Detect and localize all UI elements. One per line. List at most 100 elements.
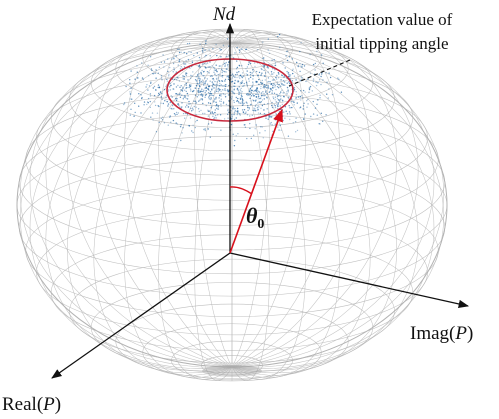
sample-point [185, 84, 188, 86]
sample-point [265, 84, 267, 87]
sample-point [255, 110, 257, 112]
sample-point [261, 94, 263, 97]
sample-point [235, 135, 237, 137]
sample-point [234, 110, 237, 112]
sample-point [182, 112, 185, 115]
sample-point [231, 108, 234, 110]
sample-point [182, 75, 184, 77]
sample-point [155, 131, 158, 133]
sample-point [326, 93, 328, 95]
sample-point [197, 77, 200, 80]
sample-point [328, 88, 330, 90]
sample-point [187, 58, 190, 61]
sample-point [252, 93, 254, 96]
annotation-line-2: initial tipping angle [315, 34, 448, 53]
sample-point [256, 87, 258, 89]
sample-point [244, 124, 246, 126]
sample-point [175, 93, 177, 95]
sample-point [228, 111, 230, 114]
sample-point [162, 54, 164, 56]
sample-point [152, 87, 154, 89]
sample-point [180, 124, 182, 126]
sample-point [171, 104, 174, 106]
sample-point [164, 100, 166, 102]
sample-point [201, 63, 204, 65]
sample-point [322, 79, 324, 81]
sample-point [204, 66, 206, 68]
sample-point [253, 95, 255, 97]
sample-point [295, 117, 297, 119]
sample-point [220, 84, 222, 86]
sample-point [245, 101, 247, 103]
sample-point [200, 98, 202, 100]
sample-point [203, 82, 205, 85]
sample-point [237, 89, 239, 91]
sample-point [263, 95, 265, 97]
annotation-line-1: Expectation value of [312, 10, 453, 29]
sample-point [204, 56, 206, 58]
sample-point [233, 82, 236, 84]
sample-point [291, 100, 293, 103]
longitude-line [231, 42, 397, 374]
sample-point [251, 114, 253, 117]
sample-point [196, 82, 198, 85]
sample-point [204, 96, 206, 99]
real-var: P [42, 394, 55, 415]
sample-point [301, 63, 304, 66]
sample-point [274, 106, 277, 109]
sample-point [267, 80, 270, 83]
sample-point [296, 102, 298, 104]
sample-point [268, 91, 271, 93]
sample-point [163, 122, 166, 124]
sample-point [247, 106, 249, 109]
longitude-line [231, 29, 270, 368]
sample-point [180, 89, 182, 91]
sample-point [271, 106, 274, 109]
sample-point [215, 43, 217, 46]
sample-point [241, 91, 243, 93]
sample-point [252, 78, 254, 80]
sample-point [202, 71, 205, 73]
sample-point [249, 97, 251, 100]
sample-point [195, 79, 198, 82]
sample-point [263, 75, 266, 77]
sample-point [191, 61, 194, 64]
sample-point [310, 115, 312, 118]
sample-point [261, 68, 263, 71]
sample-point [212, 113, 215, 115]
sample-point [156, 112, 159, 114]
sample-point [222, 93, 224, 95]
sample-point [215, 107, 218, 110]
sample-point [252, 75, 254, 77]
sample-point [220, 100, 222, 103]
sample-point [224, 96, 227, 98]
sample-point [288, 81, 290, 83]
sample-point [272, 130, 274, 133]
sample-point [130, 70, 132, 72]
sample-point [194, 126, 196, 129]
sample-point [220, 103, 222, 105]
sample-point [204, 66, 207, 69]
sample-point [213, 69, 216, 71]
sample-point [312, 80, 315, 82]
sample-point [329, 76, 332, 79]
sample-point [180, 66, 182, 68]
sample-point [267, 103, 269, 105]
theta-symbol: θ [246, 203, 258, 228]
sample-point [284, 84, 286, 86]
sample-point [248, 93, 250, 96]
sample-point [210, 112, 212, 114]
sample-point [129, 91, 131, 93]
sample-point [237, 101, 240, 103]
sample-point [253, 134, 255, 136]
south-pole-shade [202, 365, 262, 377]
sample-point [134, 78, 136, 80]
sample-point [165, 85, 167, 88]
sample-point [270, 121, 272, 124]
sample-point [222, 63, 224, 66]
sample-point [292, 72, 294, 75]
sample-point [288, 56, 291, 58]
sample-point [227, 104, 229, 107]
sample-point [320, 75, 322, 78]
sample-point [172, 88, 175, 90]
